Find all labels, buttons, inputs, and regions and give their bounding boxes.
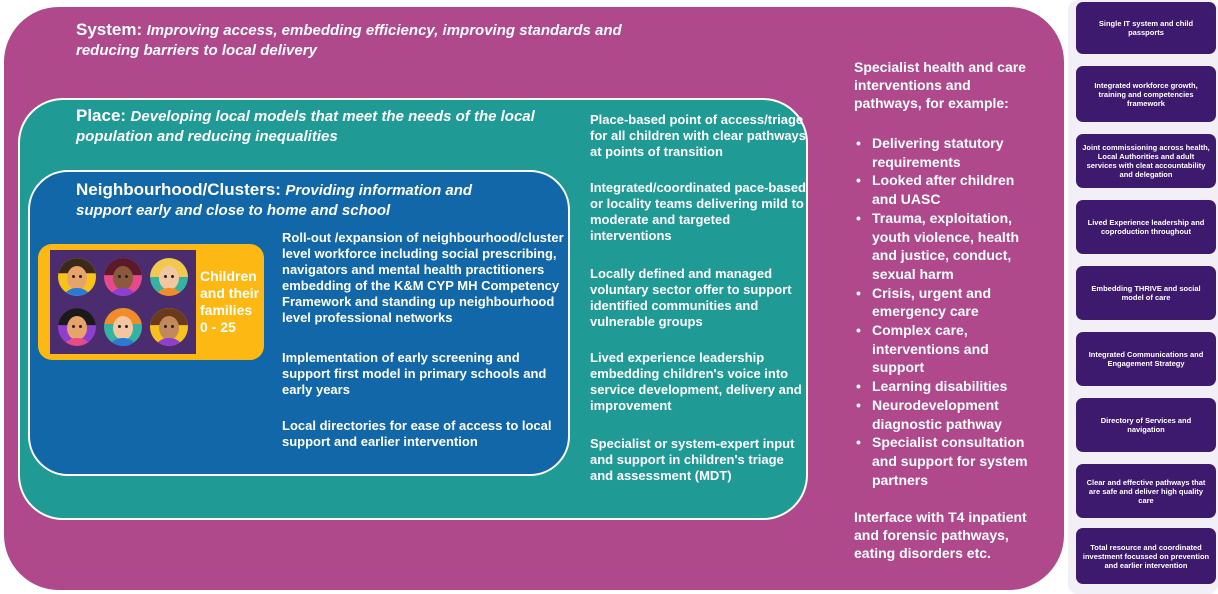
place-item: Locally defined and managed voluntary se… (590, 266, 792, 329)
place-title-rest: Developing local models that meet the ne… (76, 108, 535, 145)
face-icon (104, 258, 142, 296)
place-item: Specialist or system-expert input and su… (590, 436, 795, 483)
face-icon (150, 308, 188, 346)
specialist-footer: Interface with T4 inpatient and forensic… (854, 509, 1027, 561)
place-item: Lived experience leadership embedding ch… (590, 350, 802, 413)
enabler-card: Joint commissioning across health, Local… (1076, 134, 1216, 188)
place-title-key: Place: (76, 106, 127, 125)
neighbourhood-item: Implementation of early screening and su… (282, 350, 547, 397)
neighbourhood-title-rest: Providing information and support early … (76, 182, 473, 219)
specialist-bullet: Neurodevelopment diagnostic pathway (854, 396, 1040, 433)
enabler-card: Integrated workforce growth, training an… (1076, 66, 1216, 122)
neighbourhood-item: Local directories for ease of access to … (282, 418, 552, 449)
children-label-line: Children (200, 268, 257, 284)
specialist-bullet: Learning disabilities (854, 377, 1040, 396)
specialist-bullet: Delivering statutory requirements (854, 134, 1040, 171)
specialist-bullet: Specialist consultation and support for … (854, 433, 1040, 489)
children-label: Children and their families 0 - 25 (200, 268, 264, 336)
specialist-bullet: Crisis, urgent and emergency care (854, 284, 1040, 321)
face-icon (58, 258, 96, 296)
children-label-line: families (200, 302, 253, 318)
neighbourhood-item: Roll-out /expansion of neighbourhood/clu… (282, 230, 564, 325)
specialist-heading: Specialist health and care interventions… (854, 59, 1026, 111)
system-title-rest: Improving access, embedding efficiency, … (76, 22, 622, 59)
enabler-card: Directory of Services and navigation (1076, 398, 1216, 452)
specialist-bullet: Trauma, exploitation, youth violence, he… (854, 209, 1040, 284)
specialist-bullets: Delivering statutory requirements Looked… (854, 134, 1040, 489)
children-label-line: and their (200, 285, 260, 301)
face-icon (58, 308, 96, 346)
children-label-line: 0 - 25 (200, 319, 236, 335)
specialist-bullet: Complex care, interventions and support (854, 321, 1040, 377)
enabler-card: Clear and effective pathways that are sa… (1076, 464, 1216, 518)
neighbourhood-title-key: Neighbourhood/Clusters: (76, 180, 281, 199)
face-icon (104, 308, 142, 346)
children-faces-illustration (50, 250, 196, 354)
enabler-card: Lived Experience leadership and coproduc… (1076, 200, 1216, 254)
place-item: Integrated/coordinated pace-based or loc… (590, 180, 806, 243)
system-title: System: Improving access, embedding effi… (76, 20, 676, 61)
enabler-card: Embedding THRIVE and social model of car… (1076, 266, 1216, 320)
face-icon (150, 258, 188, 296)
enabler-card: Integrated Communications and Engagement… (1076, 332, 1216, 386)
specialist-bullet: Looked after children and UASC (854, 171, 1040, 208)
place-item: Place-based point of access/triage for a… (590, 112, 807, 159)
system-title-key: System: (76, 20, 143, 39)
enabler-card: Total resource and coordinated investmen… (1076, 528, 1216, 584)
place-title: Place: Developing local models that meet… (76, 106, 536, 147)
neighbourhood-title: Neighbourhood/Clusters: Providing inform… (76, 180, 476, 221)
enabler-card: Single IT system and child passports (1076, 2, 1216, 54)
